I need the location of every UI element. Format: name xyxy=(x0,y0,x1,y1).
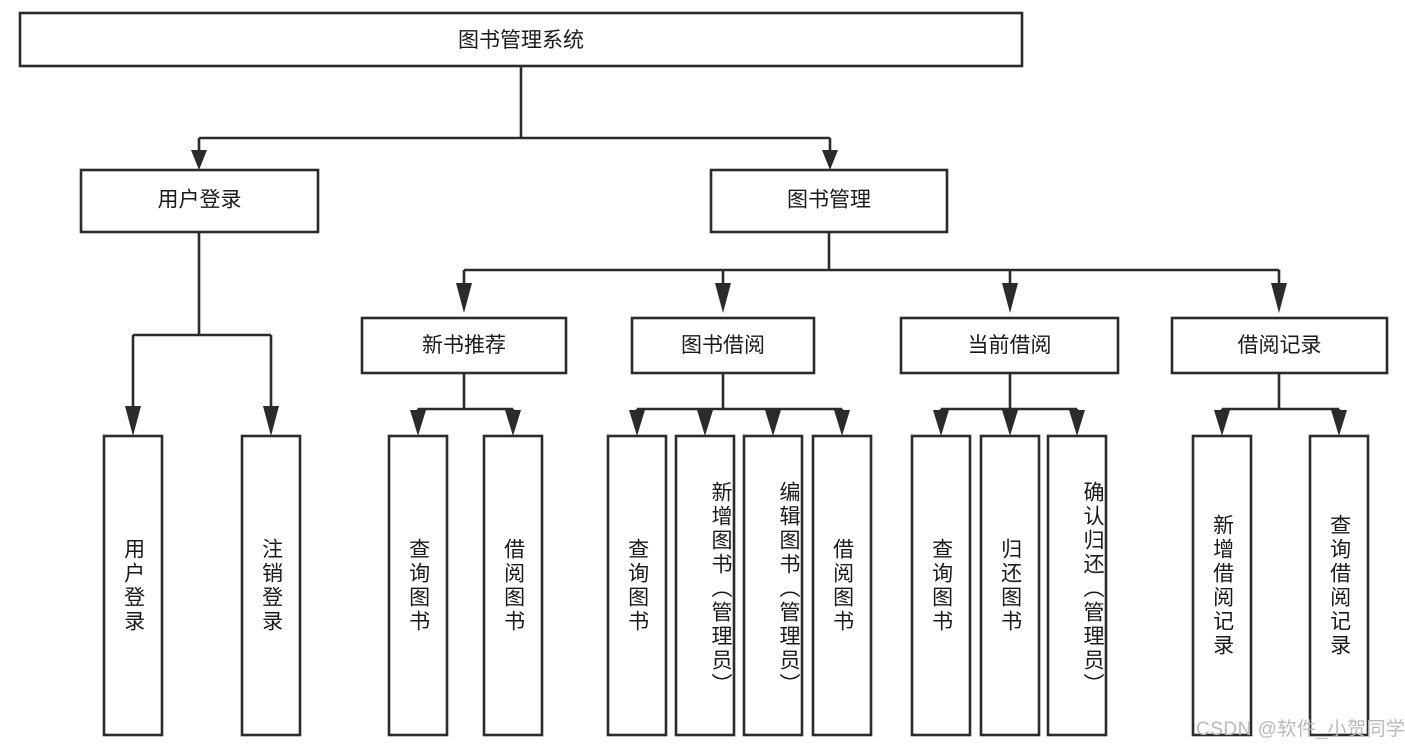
leaf-box-logout[interactable] xyxy=(240,434,302,737)
arrowhead-bb-child-2 xyxy=(765,410,781,436)
current-borrow-box[interactable] xyxy=(899,316,1120,375)
arrowhead-br-child-0 xyxy=(1214,410,1230,436)
watermark-text: CSDN @软件_小贺同学 xyxy=(1196,719,1405,740)
root-box[interactable] xyxy=(18,11,1024,68)
book-borrow-label: 图书借阅 xyxy=(681,334,765,357)
leaf-box-bb-query-book[interactable] xyxy=(606,434,668,737)
leaf-box-nb-query-book[interactable] xyxy=(387,434,449,737)
leaf-box-cb-return-book[interactable] xyxy=(979,434,1041,737)
borrow-record-label: 借阅记录 xyxy=(1238,334,1322,357)
new-book-label: 新书推荐 xyxy=(422,334,506,357)
arrowhead-new-book xyxy=(456,283,472,313)
node-book-management[interactable]: 图书管理 xyxy=(709,168,949,234)
arrowhead-bb-child-3 xyxy=(834,410,850,436)
book-management-label: 图书管理 xyxy=(787,189,871,212)
arrowhead-bb-child-1 xyxy=(697,410,713,436)
arrowhead-nb-child-1 xyxy=(505,410,521,436)
new-book-box[interactable] xyxy=(360,316,568,375)
arrowhead-book-mgmt xyxy=(822,150,838,170)
arrowhead-br-child-1 xyxy=(1331,410,1347,436)
arrowhead-ul-child-1 xyxy=(263,406,279,436)
book-management-box[interactable] xyxy=(709,168,949,234)
arrowhead-borrow-record xyxy=(1271,283,1287,313)
borrow-record-box[interactable] xyxy=(1170,316,1389,375)
user-login-label: 用户登录 xyxy=(158,189,242,212)
leaf-box-bb-add-book[interactable] xyxy=(674,434,736,737)
leaf-box-bb-borrow-book[interactable] xyxy=(811,434,873,737)
arrowhead-current-borrow xyxy=(1002,283,1018,313)
arrowhead-cb-child-0 xyxy=(933,410,949,436)
leaf-box-cb-query-book[interactable] xyxy=(910,434,972,737)
arrowhead-bb-child-0 xyxy=(629,410,645,436)
book-borrow-box[interactable] xyxy=(630,316,816,375)
leaf-box-nb-borrow-book[interactable] xyxy=(482,434,544,737)
arrowhead-book-borrow xyxy=(715,283,731,313)
node-book-borrow[interactable]: 图书借阅 xyxy=(630,316,816,375)
leaf-box-user-login[interactable] xyxy=(102,434,164,737)
arrowhead-user-login xyxy=(191,150,207,170)
arrowhead-nb-child-0 xyxy=(410,410,426,436)
node-user-login[interactable]: 用户登录 xyxy=(79,168,320,234)
arrowhead-cb-child-2 xyxy=(1069,410,1085,436)
leaf-box-cb-confirm-return[interactable] xyxy=(1046,434,1108,737)
leaf-box-br-add-record[interactable] xyxy=(1191,434,1253,737)
current-borrow-label: 当前借阅 xyxy=(968,334,1052,357)
node-new-book-recommend[interactable]: 新书推荐 xyxy=(360,316,568,375)
leaf-box-br-query-record[interactable] xyxy=(1308,434,1370,737)
leaf-box-bb-edit-book[interactable] xyxy=(742,434,804,737)
arrowhead-cb-child-1 xyxy=(1002,410,1018,436)
node-current-borrow[interactable]: 当前借阅 xyxy=(899,316,1120,375)
node-borrow-record[interactable]: 借阅记录 xyxy=(1170,316,1389,375)
arrowhead-ul-child-0 xyxy=(125,406,141,436)
root-label: 图书管理系统 xyxy=(458,29,584,52)
node-root[interactable]: 图书管理系统 xyxy=(18,11,1024,68)
